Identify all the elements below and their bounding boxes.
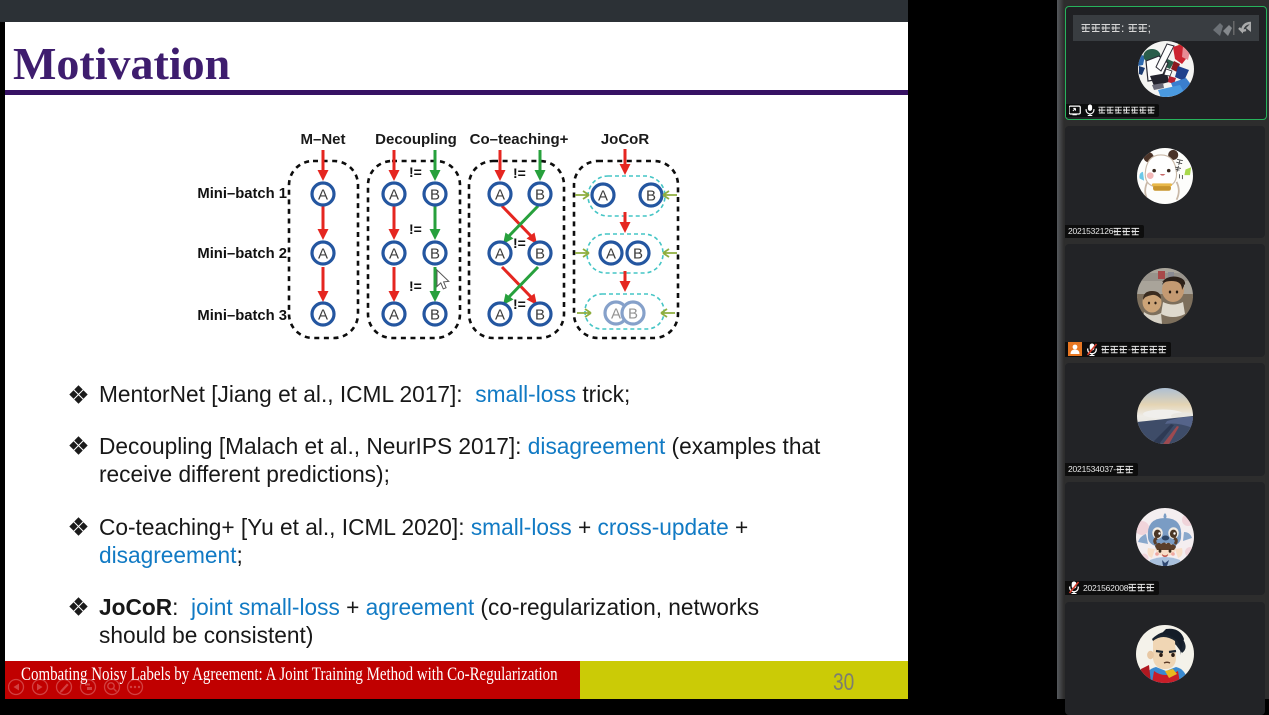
svg-text:Mini–batch 1: Mini–batch 1 <box>197 186 287 202</box>
svg-text:!=: != <box>409 221 422 237</box>
svg-text:Decoupling: Decoupling <box>375 131 457 148</box>
svg-text:M–Net: M–Net <box>300 131 345 148</box>
svg-text:!=: != <box>513 165 526 181</box>
svg-text:JoCoR: JoCoR <box>601 131 650 148</box>
svg-text:Mini–batch 3: Mini–batch 3 <box>197 308 287 324</box>
svg-text:!=: != <box>409 164 422 180</box>
svg-text:!=: != <box>409 278 422 294</box>
svg-text:Mini–batch 2: Mini–batch 2 <box>197 246 287 262</box>
svg-text:!=: != <box>513 296 526 312</box>
svg-text:!=: != <box>513 235 526 251</box>
svg-text:Co–teaching+: Co–teaching+ <box>470 131 569 148</box>
